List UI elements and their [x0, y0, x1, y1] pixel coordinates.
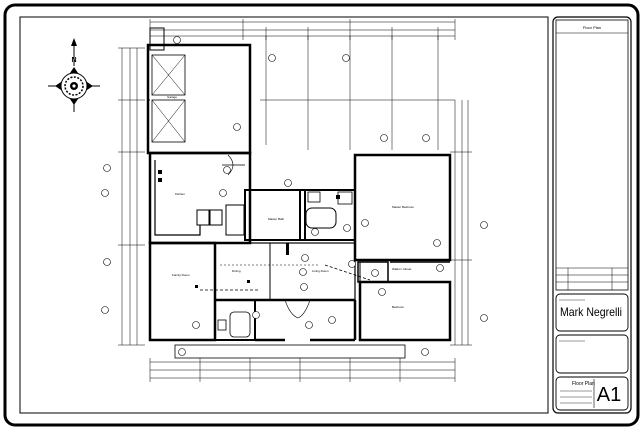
marker-icon — [301, 254, 309, 262]
room-label-family: Family Room — [172, 273, 190, 277]
marker-icon — [299, 268, 307, 276]
marker-icon — [361, 219, 369, 227]
dimension-lines-left — [118, 47, 145, 346]
room-label-bedroom: Bedroom — [392, 305, 405, 309]
marker-icon — [422, 134, 430, 142]
reference-grid — [260, 36, 455, 150]
marker-icon — [342, 54, 350, 62]
garage-walls — [146, 43, 252, 155]
marker-icon — [252, 311, 260, 319]
marker-icon — [436, 264, 444, 272]
room-labels: Garage Kitchen Master Bath Master Bedroo… — [167, 95, 415, 309]
room-label-closet: Walk-in Closet — [392, 267, 411, 271]
marker-icon — [421, 348, 429, 356]
north-label: N — [71, 57, 76, 64]
marker-icon — [480, 221, 488, 229]
marker-icon — [173, 36, 181, 44]
room-label-garage: Garage — [167, 95, 177, 99]
marker-icon — [480, 314, 488, 322]
marker-icon — [343, 224, 351, 232]
room-label-master-bedroom: Master Bedroom — [392, 205, 415, 209]
marker-icon — [305, 321, 313, 329]
marker-icon — [233, 123, 241, 131]
room-label-kitchen: Kitchen — [175, 192, 185, 196]
dimension-lines-top — [149, 19, 456, 40]
marker-icon — [101, 306, 109, 314]
marker-icon — [348, 260, 356, 268]
marker-icon — [219, 189, 227, 197]
title-block-header: Floor Plan — [583, 25, 601, 30]
north-arrow-icon: N — [48, 38, 100, 112]
fixture-symbols — [158, 170, 340, 288]
marker-icon — [284, 179, 292, 187]
dimension-lines-bottom — [149, 358, 456, 382]
marker-icon — [192, 321, 200, 329]
marker-icon — [103, 164, 111, 172]
marker-icon — [300, 283, 308, 291]
marker-icon — [311, 228, 319, 236]
marker-icon — [328, 316, 336, 324]
annotation-markers — [101, 36, 488, 356]
designer-name: Mark Negrelli — [560, 305, 622, 319]
floor-plan — [146, 27, 452, 359]
marker-icon — [268, 54, 276, 62]
drawing-area-frame — [19, 16, 549, 414]
room-label-dining: Dining — [232, 269, 241, 273]
marker-icon — [378, 288, 386, 296]
sheet-outer-border — [3, 3, 640, 427]
marker-icon — [380, 134, 388, 142]
marker-icon — [101, 189, 109, 197]
room-label-living: Living Room — [312, 269, 329, 273]
bathtub-icon — [305, 207, 337, 229]
sheet-title: Floor Plan — [572, 381, 595, 387]
marker-icon — [371, 269, 379, 277]
marker-icon — [103, 258, 111, 266]
sheet-number: A1 — [597, 384, 621, 406]
marker-icon — [433, 239, 441, 247]
dimension-lines-right — [450, 100, 472, 346]
marker-icon — [223, 166, 231, 174]
title-block: Floor Plan Mark Negrelli Floor Plan A1 — [552, 16, 632, 414]
marker-icon — [178, 348, 186, 356]
room-label-master-bath: Master Bath — [268, 217, 285, 221]
